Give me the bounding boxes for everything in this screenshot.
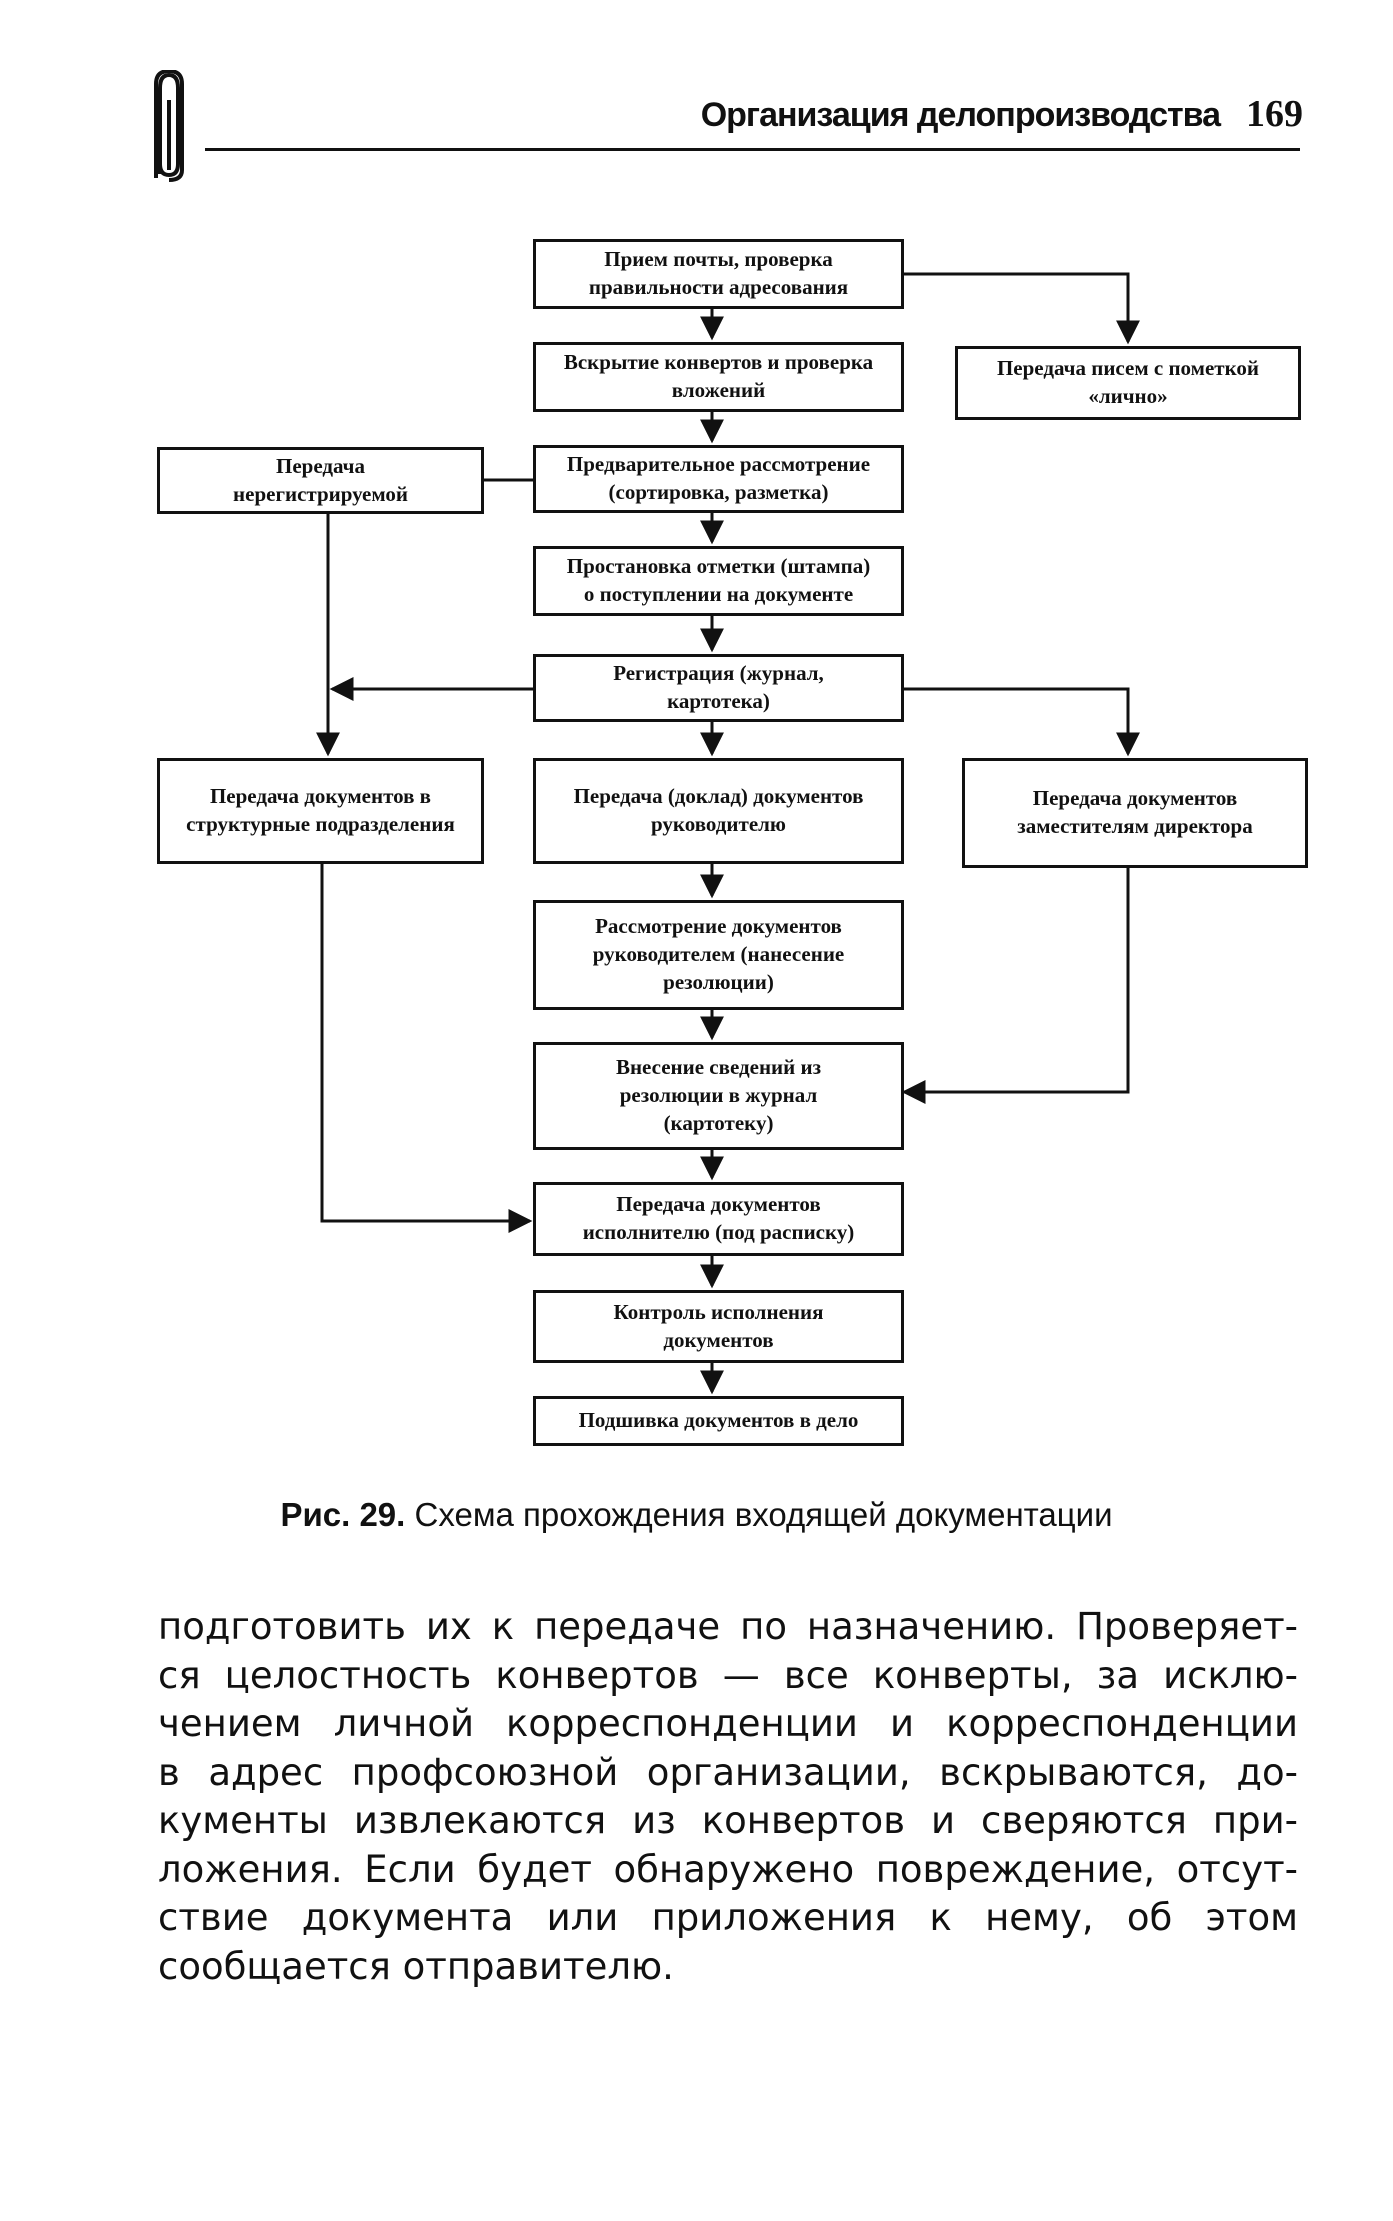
text-line: ложения. Если будет обнаружено поврежден…	[158, 1847, 1298, 1891]
arrow-b1-b3	[904, 272, 1140, 345]
arrow-b10-b12	[901, 868, 1130, 1104]
paperclip-icon	[154, 70, 184, 182]
flowchart-connectors	[316, 272, 1140, 1395]
running-head: Организация делопроизводства 169	[701, 92, 1303, 136]
text-line: ствие документа или приложения к нему, о…	[158, 1896, 1298, 1939]
box-record-resolution: Внесение сведений из резолюции в журнал …	[533, 1042, 904, 1150]
text-line: чением личной корреспонденции и корреспо…	[158, 1702, 1298, 1745]
box-unregistered: Передача нерегистрируемой	[157, 447, 484, 514]
arrow-b8-b13	[320, 864, 533, 1233]
body-paragraph: подготовить их к передаче по назначению.…	[158, 1603, 1298, 1991]
box-manager-review: Рассмотрение документов руководителем (н…	[533, 900, 904, 1010]
box-to-departments: Передача документов в структурные подраз…	[157, 758, 484, 864]
text-line: подготовить их к передаче по назначению.…	[158, 1605, 1298, 1648]
text-line: сообщается отправителю.	[158, 1944, 674, 1988]
page-number: 169	[1246, 93, 1303, 135]
box-registration: Регистрация (журнал, картотека)	[533, 654, 904, 722]
box-receipt-stamp: Простановка отметки (штампа) о поступлен…	[533, 546, 904, 616]
arrow-b7-b10	[904, 687, 1140, 757]
running-title: Организация делопроизводства	[700, 96, 1221, 134]
text-line: ся целостность конвертов — все конверты,…	[158, 1653, 1298, 1697]
box-preliminary-review: Предварительное рассмотрение (сортировка…	[533, 445, 904, 513]
box-open-envelopes: Вскрытие конвертов и проверка вложений	[533, 342, 904, 412]
box-mail-receipt: Прием почты, проверка правильности адрес…	[533, 239, 904, 309]
box-filing: Подшивка документов в дело	[533, 1396, 904, 1446]
box-execution-control: Контроль исполнения документов	[533, 1290, 904, 1363]
flowchart: Прием почты, проверка правильности адрес…	[157, 239, 1308, 1446]
figure-label: Рис. 29.	[280, 1496, 406, 1533]
box-to-manager: Передача (доклад) документов руководител…	[533, 758, 904, 864]
box-to-deputies: Передача документов заместителям директо…	[962, 758, 1308, 868]
box-personal-letters: Передача писем с пометкой «лично»	[955, 346, 1301, 420]
figure-title: Схема прохождения входящей документации	[414, 1496, 1113, 1533]
text-line: кументы извлекаются из конвертов и сверя…	[158, 1799, 1298, 1842]
box-to-executor: Передача документов исполнителю (под рас…	[533, 1182, 904, 1256]
figure-caption: Рис. 29. Схема прохождения входящей доку…	[0, 1496, 1393, 1534]
header-rule	[205, 148, 1300, 151]
text-line: в адрес профсоюзной организации, вскрыва…	[158, 1750, 1298, 1794]
